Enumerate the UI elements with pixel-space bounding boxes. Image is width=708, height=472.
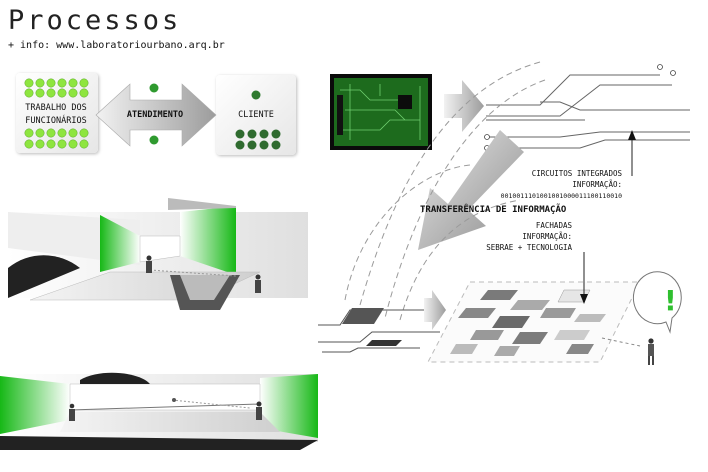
street-circuit bbox=[318, 308, 440, 353]
exclaim-mark: ! bbox=[664, 284, 677, 317]
client-label: CLIENTE bbox=[238, 110, 274, 120]
facades-line1: FACHADAS bbox=[535, 221, 572, 230]
facade-arrow bbox=[424, 290, 446, 330]
facades-line3: SEBRAE + TECNOLOGIA bbox=[486, 243, 572, 252]
circuits-pointer-head bbox=[628, 130, 636, 140]
circuit-traces bbox=[486, 74, 690, 149]
service-dot-bottom bbox=[149, 135, 159, 145]
info-link[interactable]: + info: www.laboratoriourbano.arq.br bbox=[8, 40, 225, 51]
person-figure bbox=[648, 338, 654, 365]
dashed-transfer-paths bbox=[344, 61, 546, 321]
service-double-arrow bbox=[95, 83, 217, 147]
facade-panels bbox=[450, 289, 606, 356]
service-label: ATENDIMENTO bbox=[126, 110, 184, 120]
scene-top bbox=[8, 198, 308, 310]
facades-pointer-head bbox=[580, 294, 588, 304]
speech-bubble bbox=[632, 271, 682, 334]
circuit-board bbox=[330, 74, 432, 150]
facades-line2: INFORMAÇÃO: bbox=[522, 232, 572, 241]
board-right-arrow bbox=[444, 80, 484, 132]
page-title: Processos bbox=[8, 5, 182, 36]
scene-bottom bbox=[0, 372, 318, 450]
workers-dots bbox=[24, 78, 89, 149]
client-dot-single bbox=[251, 90, 261, 100]
circuits-binary: 0010011101001001000011100110010 bbox=[500, 192, 622, 200]
service-dot-top bbox=[149, 83, 159, 93]
workers-label: TRABALHO DOS FUNCIONÁRIOS bbox=[10, 102, 102, 128]
workers-label-line1: TRABALHO DOS bbox=[25, 103, 87, 113]
circuits-line1: CIRCUITOS INTEGRADOS bbox=[531, 169, 622, 178]
circuits-line2: INFORMAÇÃO: bbox=[572, 180, 622, 189]
transfer-arrow bbox=[418, 130, 524, 250]
transfer-label: TRANSFERÊNCIA DE INFORMAÇÃO bbox=[420, 205, 567, 215]
facades-platform bbox=[427, 281, 641, 363]
trace-endpoints bbox=[484, 64, 676, 151]
client-dots bbox=[235, 129, 281, 150]
bubble-link bbox=[601, 337, 641, 347]
facades-annotation: FACHADAS INFORMAÇÃO: SEBRAE + TECNOLOGIA bbox=[470, 220, 572, 253]
circuits-annotation: CIRCUITOS INTEGRADOS INFORMAÇÃO: 0010011… bbox=[490, 168, 622, 202]
client-box bbox=[216, 75, 296, 155]
workers-label-line2: FUNCIONÁRIOS bbox=[25, 116, 87, 126]
